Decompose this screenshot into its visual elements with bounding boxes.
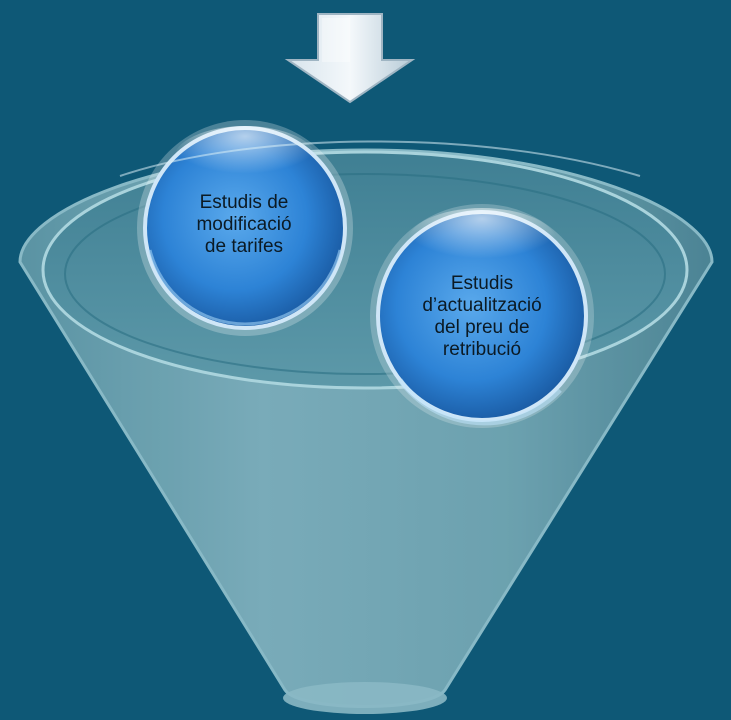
- bubble-modificacio-tarifes: [137, 120, 353, 336]
- down-arrow-icon: [284, 13, 416, 104]
- funnel-spout: [283, 682, 447, 714]
- bubble-actualitzacio-preu: [370, 204, 594, 428]
- funnel-rim: [41, 150, 689, 390]
